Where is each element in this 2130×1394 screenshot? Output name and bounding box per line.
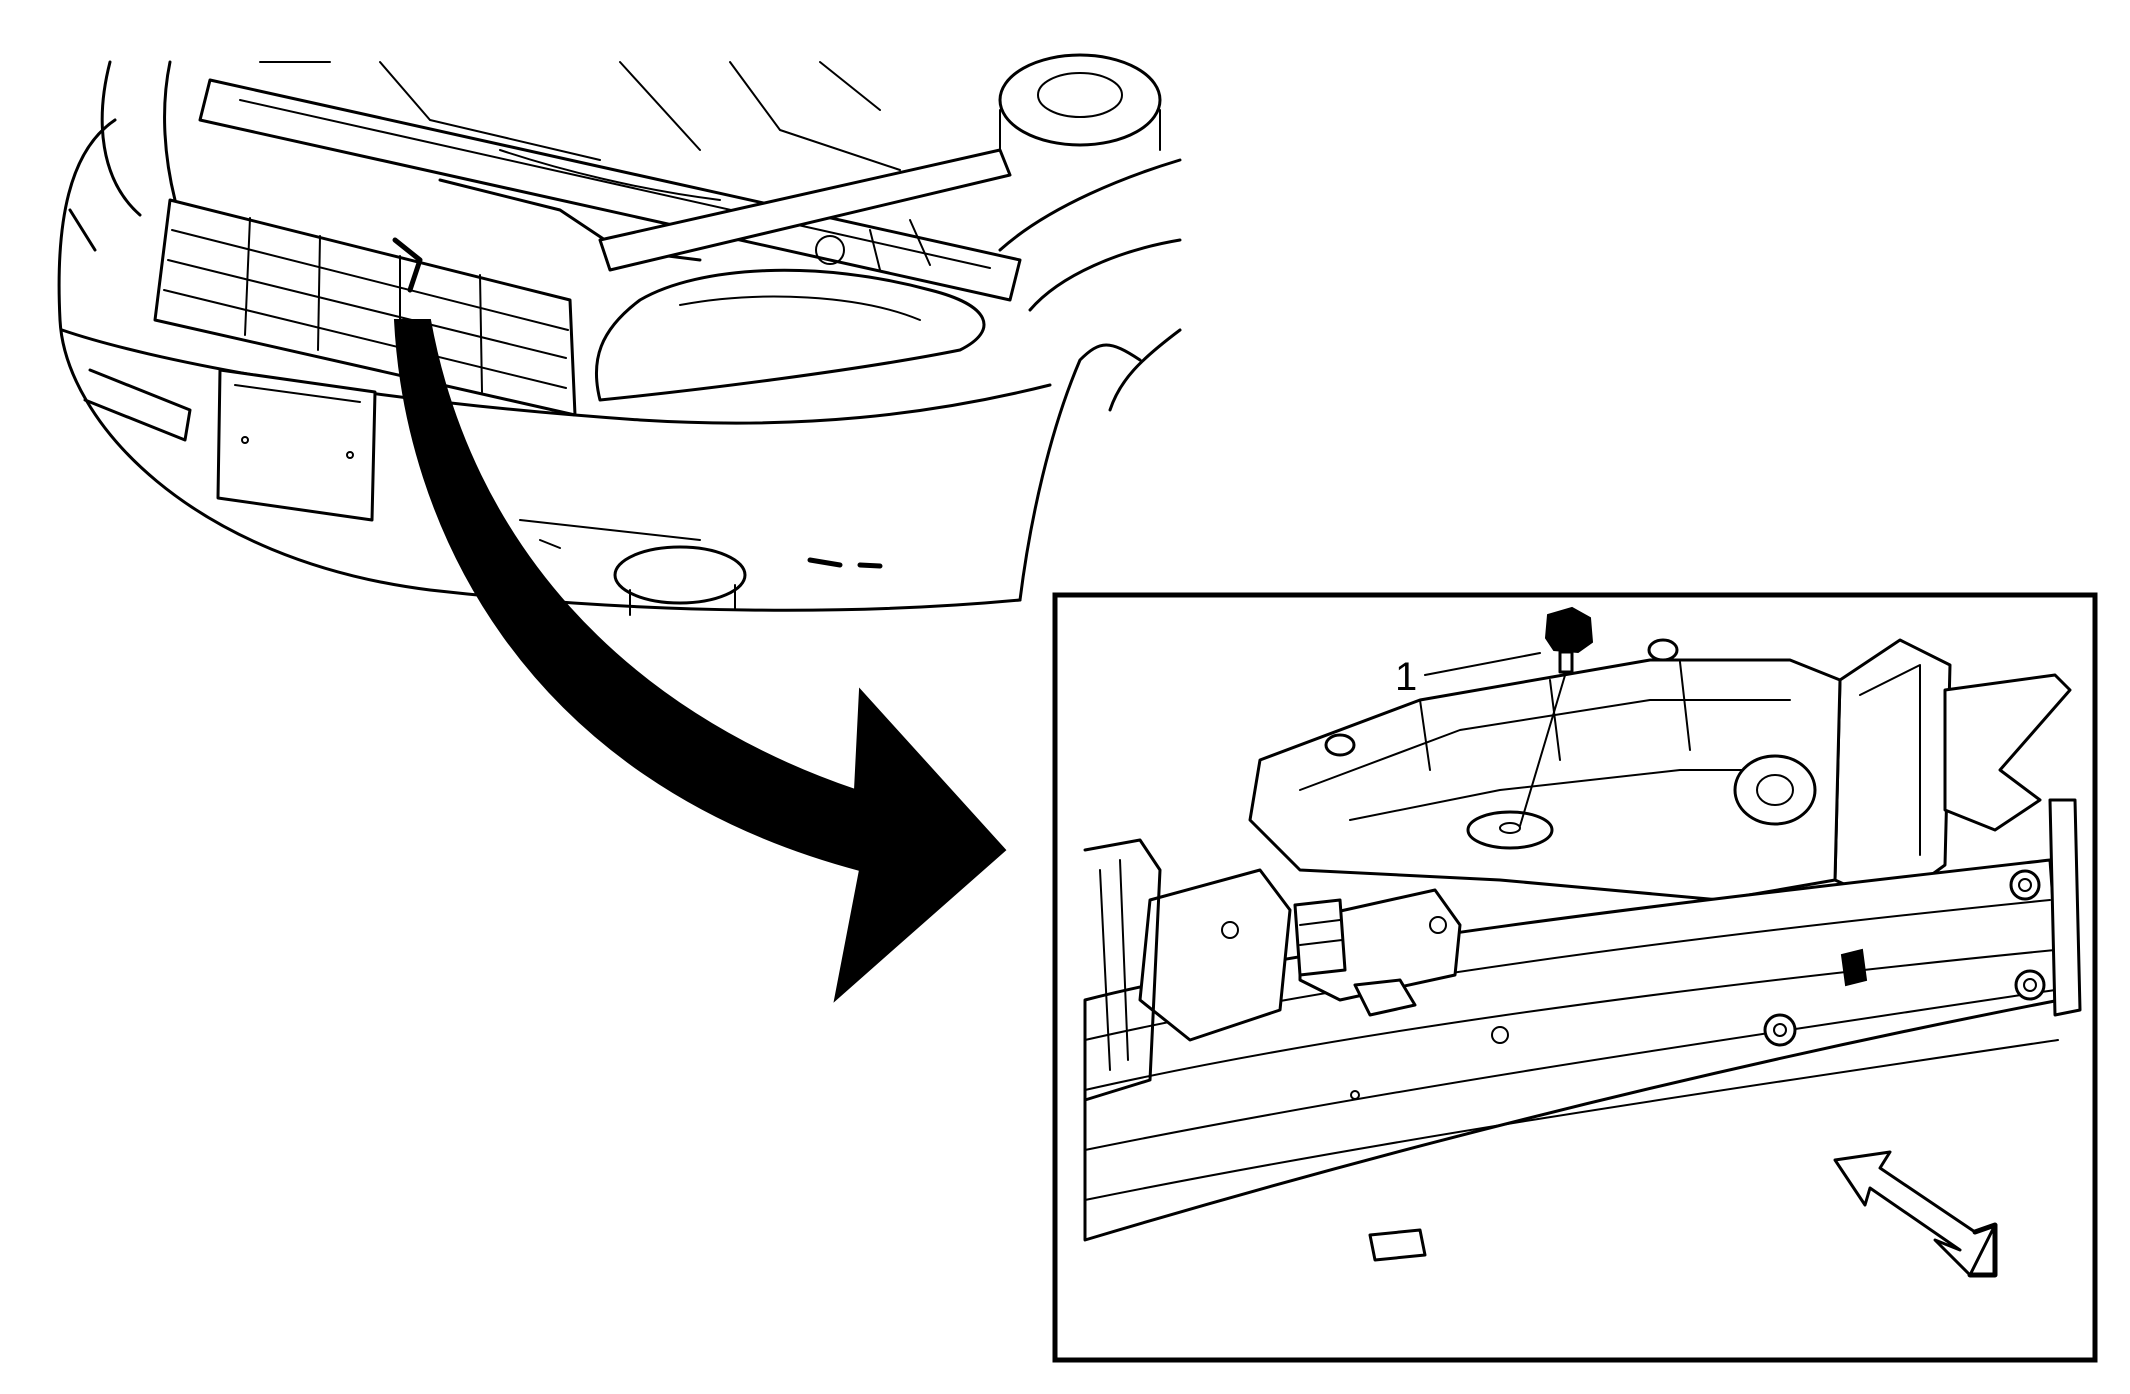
- bolt-icon: [2009, 869, 2041, 901]
- svg-text:1: 1: [1395, 655, 1417, 699]
- bolt-icon: [1763, 1013, 1797, 1047]
- bolt-icon: [2014, 969, 2046, 1001]
- curved-arrow-icon: [393, 319, 1007, 1003]
- detail-inset: [1052, 592, 2098, 1363]
- callout-1: 1: [1395, 652, 1541, 699]
- view-direction-arrow-icon: [1833, 1150, 1997, 1277]
- vehicle-front-overview: [57, 53, 1182, 616]
- ambient-air-temperature-sensor: [1519, 606, 1594, 827]
